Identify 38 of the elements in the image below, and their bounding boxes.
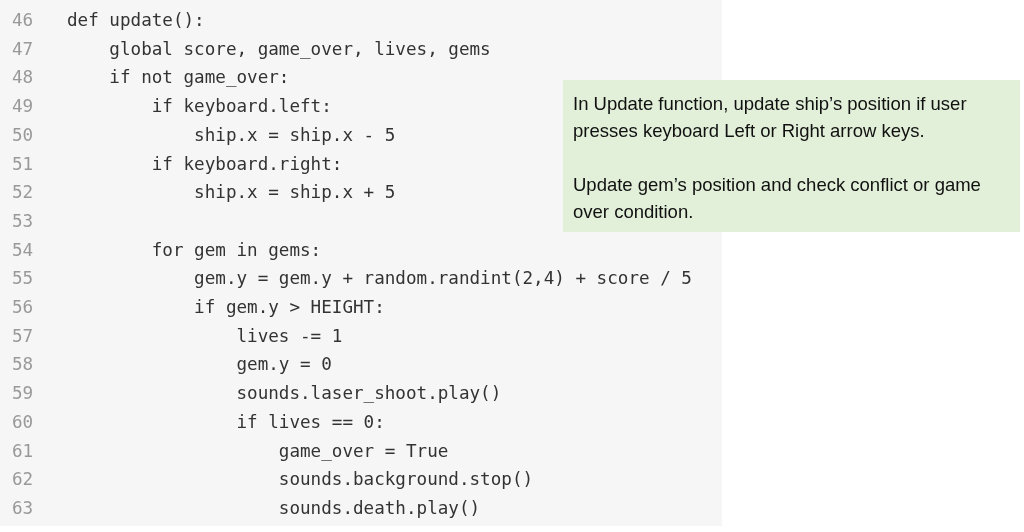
line-number: 48 (12, 66, 34, 90)
code-line: sounds.background.stop() (277, 468, 534, 492)
code-line: sounds.laser_shoot.play() (235, 382, 502, 406)
code-line: sounds.death.play() (277, 496, 481, 520)
line-number: 56 (12, 296, 34, 319)
line-number: 46 (12, 9, 34, 32)
line-number: 63 (12, 496, 34, 520)
note-text: In Update function, update ship’s position if user presses keyboard Left or Right arrow keys. (573, 92, 968, 143)
code-line: lives -= 1 (235, 324, 343, 348)
line-number: 58 (12, 353, 34, 377)
line-number: 50 (12, 123, 34, 147)
line-number: 62 (12, 468, 34, 492)
code-line: for gem in gems: (150, 238, 322, 262)
code-line: ship.x = ship.x - 5 (193, 123, 396, 147)
code-line: gem.y = gem.y + random.randint(2,4) + score / 5 (193, 267, 692, 291)
line-number: 61 (12, 439, 34, 463)
line-number: 59 (12, 382, 34, 406)
line-number: 57 (12, 324, 34, 348)
line-number: 55 (12, 267, 34, 291)
line-number: 60 (12, 410, 34, 434)
code-line: def update(): (67, 9, 205, 32)
code-line: ship.x = ship.x + 5 (193, 181, 396, 205)
line-number: 52 (12, 181, 34, 205)
note-text: Update gem’s position and check conflict or game over condition. (573, 173, 982, 224)
code-line: if keyboard.right: (150, 152, 343, 176)
code-line: gem.y = 0 (235, 353, 332, 377)
code-line: if keyboard.left: (150, 95, 332, 119)
line-number: 49 (12, 95, 34, 119)
code-line: if lives == 0: (235, 410, 385, 434)
line-number: 53 (12, 209, 34, 233)
line-number: 47 (12, 37, 34, 61)
code-line: if gem.y > HEIGHT: (193, 296, 385, 319)
code-line: game_over = True (277, 439, 449, 463)
line-number: 51 (12, 152, 34, 176)
line-number: 54 (12, 238, 34, 262)
note-box (563, 80, 1020, 232)
code-line: global score, game_over, lives, gems (108, 37, 491, 61)
code-line: if not game_over: (108, 66, 290, 90)
